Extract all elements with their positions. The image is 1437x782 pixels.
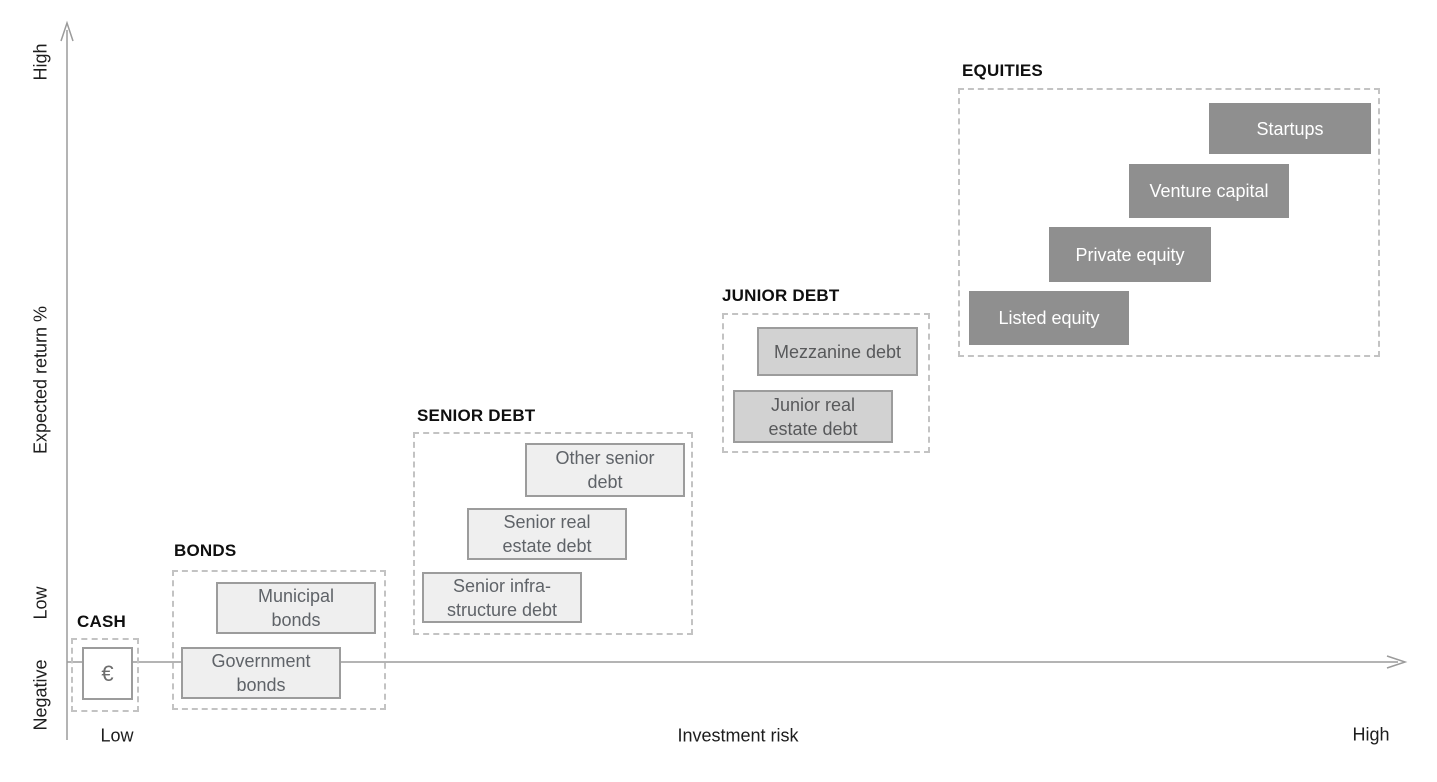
- x-axis-tick-high: High: [1352, 724, 1390, 745]
- group-title-junior-debt: JUNIOR DEBT: [722, 286, 840, 305]
- y-axis-arrowhead-icon: [60, 20, 74, 42]
- asset-box-senior-infrastructure-debt: Senior infra- structure debt: [422, 572, 582, 623]
- group-outline-bonds: [172, 570, 386, 710]
- asset-box-startups: Startups: [1209, 103, 1371, 154]
- y-axis-title: Expected return %: [30, 305, 51, 455]
- y-axis-tick-low: Low: [30, 586, 51, 620]
- group-outline-junior-debt: [722, 313, 930, 453]
- x-axis-title: Investment risk: [677, 725, 799, 746]
- group-outline-senior-debt: [413, 432, 693, 635]
- asset-box-euro: €: [82, 647, 133, 700]
- asset-box-listed-equity: Listed equity: [969, 291, 1129, 345]
- x-axis-arrowhead-icon: [1386, 655, 1408, 669]
- asset-box-private-equity: Private equity: [1049, 227, 1211, 282]
- asset-box-government-bonds: Government bonds: [181, 647, 341, 699]
- group-title-cash: CASH: [77, 612, 126, 631]
- asset-box-junior-real-estate-debt: Junior real estate debt: [733, 390, 893, 443]
- asset-box-mezzanine-debt: Mezzanine debt: [757, 327, 918, 376]
- group-title-senior-debt: SENIOR DEBT: [417, 406, 536, 425]
- asset-box-other-senior-debt: Other senior debt: [525, 443, 685, 497]
- group-title-equities: EQUITIES: [962, 61, 1043, 80]
- group-title-bonds: BONDS: [174, 541, 237, 560]
- asset-box-venture-capital: Venture capital: [1129, 164, 1289, 218]
- x-axis-tick-low: Low: [100, 725, 134, 746]
- y-axis-tick-negative: Negative: [30, 659, 51, 731]
- group-outline-equities: [958, 88, 1380, 357]
- group-outline-cash: [71, 638, 139, 712]
- asset-box-senior-real-estate-debt: Senior real estate debt: [467, 508, 627, 560]
- asset-box-municipal-bonds: Municipal bonds: [216, 582, 376, 634]
- y-axis-tick-high: High: [30, 43, 51, 81]
